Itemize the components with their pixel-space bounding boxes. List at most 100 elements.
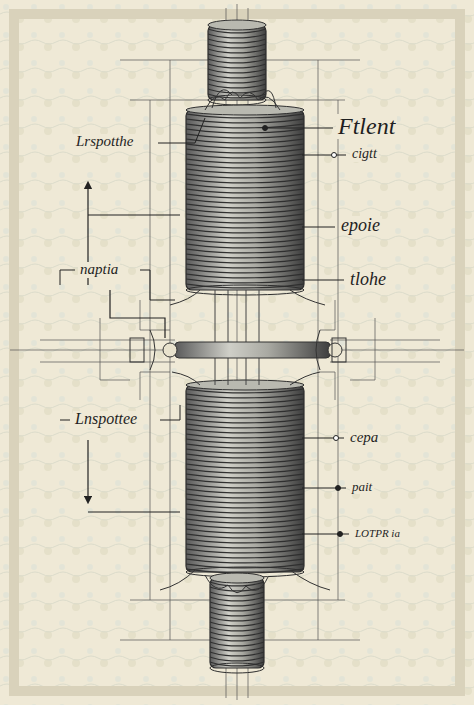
winding-stroke bbox=[186, 184, 304, 188]
winding-stroke bbox=[210, 622, 264, 626]
winding-stroke bbox=[210, 612, 264, 616]
winding-stroke bbox=[210, 602, 264, 606]
winding-stroke bbox=[186, 134, 304, 138]
winding-stroke bbox=[186, 469, 304, 473]
winding-stroke bbox=[186, 489, 304, 493]
winding-stroke bbox=[208, 79, 266, 83]
coil-top bbox=[186, 380, 304, 390]
winding-stroke bbox=[186, 569, 304, 573]
coil-top bbox=[186, 105, 304, 115]
construction-lines bbox=[10, 4, 464, 700]
winding-stroke bbox=[210, 657, 264, 661]
winding-stroke bbox=[210, 652, 264, 656]
winding-stroke bbox=[186, 139, 304, 143]
winding-stroke bbox=[186, 524, 304, 528]
winding-stroke bbox=[186, 499, 304, 503]
winding-stroke bbox=[208, 84, 266, 88]
coil-outline bbox=[208, 25, 266, 100]
winding-stroke bbox=[186, 229, 304, 233]
winding-stroke bbox=[186, 269, 304, 273]
winding-stroke bbox=[186, 464, 304, 468]
coil-top bbox=[208, 20, 266, 30]
winding-stroke bbox=[208, 59, 266, 63]
winding-stroke bbox=[186, 539, 304, 543]
winding-stroke bbox=[186, 429, 304, 433]
winding-stroke bbox=[186, 494, 304, 498]
winding-stroke bbox=[210, 632, 264, 636]
winding-stroke bbox=[186, 204, 304, 208]
lead-wires bbox=[160, 90, 330, 593]
winding-stroke bbox=[186, 549, 304, 553]
winding-stroke bbox=[186, 474, 304, 478]
winding-stroke bbox=[208, 74, 266, 78]
part-label: LOTPR ia bbox=[353, 528, 402, 540]
winding-stroke bbox=[186, 214, 304, 218]
core-rod bbox=[130, 290, 346, 385]
leader-lines bbox=[60, 118, 349, 537]
winding-stroke bbox=[210, 617, 264, 621]
winding-stroke bbox=[186, 169, 304, 173]
winding-stroke bbox=[186, 459, 304, 463]
winding-stroke bbox=[186, 424, 304, 428]
winding-stroke bbox=[186, 259, 304, 263]
winding-stroke bbox=[208, 39, 266, 43]
part-label: naptia bbox=[78, 262, 120, 278]
winding-stroke bbox=[186, 544, 304, 548]
winding-stroke bbox=[186, 144, 304, 148]
winding-stroke bbox=[210, 642, 264, 646]
winding-stroke bbox=[186, 484, 304, 488]
part-label: Lnspottee bbox=[73, 411, 139, 428]
winding-stroke bbox=[186, 274, 304, 278]
winding-stroke bbox=[186, 554, 304, 558]
winding-stroke bbox=[186, 174, 304, 178]
winding-stroke bbox=[186, 409, 304, 413]
winding-stroke bbox=[208, 49, 266, 53]
coil-outline bbox=[186, 385, 304, 572]
coil-body bbox=[186, 380, 304, 577]
winding-stroke bbox=[186, 504, 304, 508]
winding-stroke bbox=[210, 637, 264, 641]
winding-stroke bbox=[186, 279, 304, 283]
coil-bottom bbox=[210, 663, 264, 673]
winding-stroke bbox=[186, 244, 304, 248]
winding-stroke bbox=[186, 529, 304, 533]
coil-body bbox=[208, 20, 266, 105]
winding-stroke bbox=[186, 454, 304, 458]
winding-stroke bbox=[208, 54, 266, 58]
winding-stroke bbox=[186, 559, 304, 563]
winding-stroke bbox=[186, 534, 304, 538]
winding-stroke bbox=[186, 449, 304, 453]
winding-stroke bbox=[186, 254, 304, 258]
winding-stroke bbox=[186, 404, 304, 408]
winding-stroke bbox=[186, 434, 304, 438]
winding-stroke bbox=[186, 479, 304, 483]
part-label: Ftlent bbox=[336, 114, 397, 139]
winding-stroke bbox=[186, 439, 304, 443]
winding-stroke bbox=[210, 582, 264, 586]
part-label: cepa bbox=[348, 430, 380, 446]
winding-stroke bbox=[208, 29, 266, 33]
winding-stroke bbox=[186, 224, 304, 228]
paper-border bbox=[14, 14, 460, 691]
winding-stroke bbox=[186, 189, 304, 193]
winding-stroke bbox=[186, 159, 304, 163]
winding-stroke bbox=[186, 114, 304, 118]
part-label: cigtt bbox=[350, 147, 379, 162]
winding-stroke bbox=[208, 89, 266, 93]
coil-outline bbox=[186, 110, 304, 290]
winding-stroke bbox=[186, 124, 304, 128]
winding-stroke bbox=[186, 419, 304, 423]
part-label: epoie bbox=[339, 216, 382, 235]
winding-stroke bbox=[210, 647, 264, 651]
winding-stroke bbox=[210, 627, 264, 631]
dimension-arrows bbox=[88, 185, 180, 512]
winding-stroke bbox=[186, 129, 304, 133]
winding-stroke bbox=[186, 414, 304, 418]
winding-stroke bbox=[186, 219, 304, 223]
winding-stroke bbox=[208, 44, 266, 48]
winding-stroke bbox=[186, 194, 304, 198]
winding-stroke bbox=[186, 519, 304, 523]
coil-outline bbox=[210, 578, 264, 668]
